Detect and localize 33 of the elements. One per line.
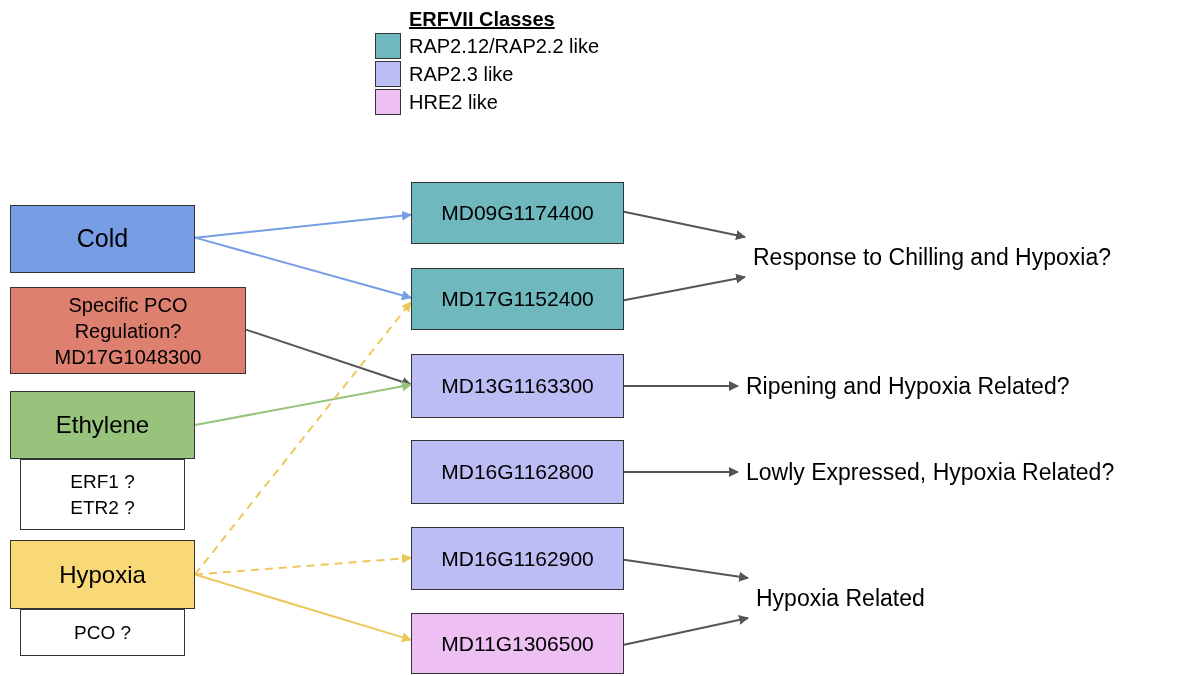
arrow xyxy=(623,273,746,302)
gene-box: MD09G1174400 xyxy=(411,182,624,244)
arrow xyxy=(623,210,746,241)
arrow xyxy=(194,301,412,576)
arrow xyxy=(194,236,412,301)
arrow xyxy=(623,615,749,646)
factor-box: Hypoxia xyxy=(10,540,195,609)
gene-box: MD11G1306500 xyxy=(411,613,624,674)
note-box: ERF1 ? ETR2 ? xyxy=(20,459,185,530)
factor-box: Ethylene xyxy=(10,391,195,459)
factor-box: Cold xyxy=(10,205,195,273)
arrow xyxy=(194,553,412,576)
gene-box: MD13G1163300 xyxy=(411,354,624,418)
legend-label: RAP2.3 like xyxy=(409,62,514,87)
arrow xyxy=(623,467,739,477)
legend-label: RAP2.12/RAP2.2 like xyxy=(409,34,600,59)
arrow xyxy=(194,210,412,239)
outcome-text: Hypoxia Related xyxy=(748,578,1048,618)
arrow xyxy=(194,381,412,426)
legend-label: HRE2 like xyxy=(409,90,498,115)
gene-box: MD16G1162800 xyxy=(411,440,624,504)
outcome-text: Ripening and Hypoxia Related? xyxy=(738,366,1178,406)
factor-box: Specific PCO Regulation? MD17G1048300 xyxy=(10,287,246,374)
arrow xyxy=(623,381,739,391)
outcome-text: Lowly Expressed, Hypoxia Related? xyxy=(738,452,1200,492)
gene-box: MD17G1152400 xyxy=(411,268,624,330)
arrow xyxy=(245,328,412,387)
gene-box: MD16G1162900 xyxy=(411,527,624,590)
outcome-text: Response to Chilling and Hypoxia? xyxy=(745,237,1200,277)
legend-title: ERFVII Classes xyxy=(409,7,556,32)
note-box: PCO ? xyxy=(20,609,185,656)
arrow xyxy=(623,558,749,582)
arrow xyxy=(194,573,412,642)
